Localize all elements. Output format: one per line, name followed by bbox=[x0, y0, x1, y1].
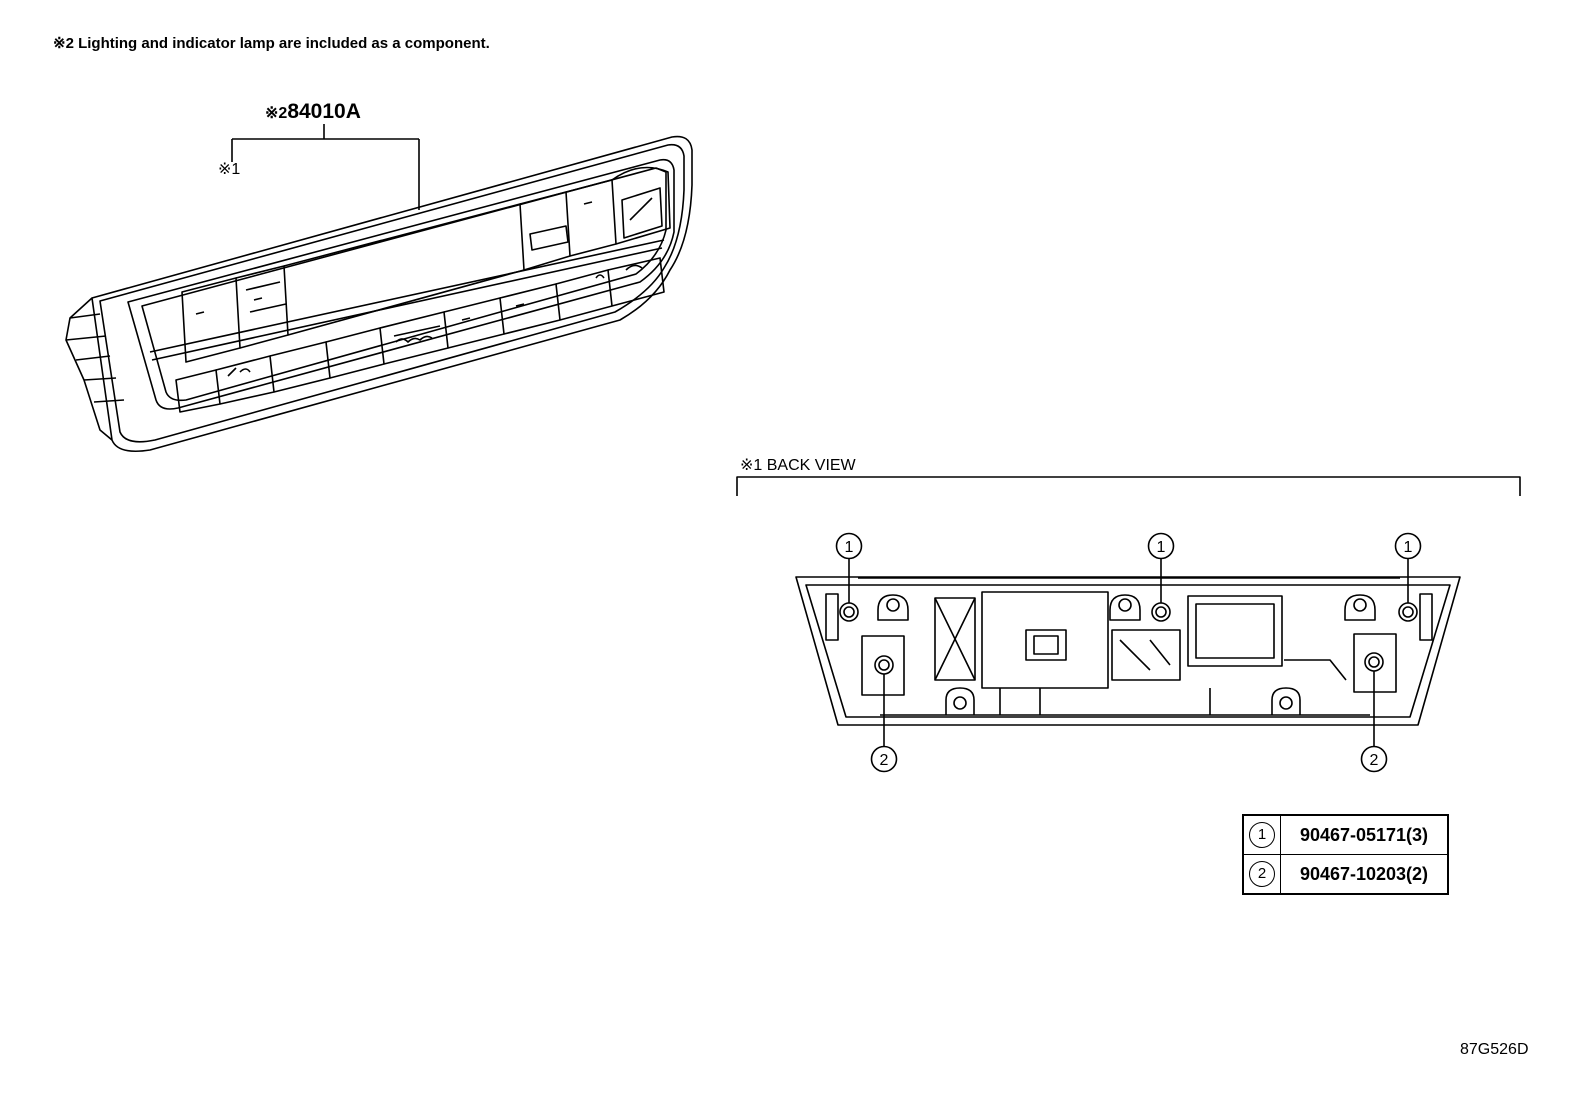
part-number-leader bbox=[231, 124, 420, 210]
control-panel-front-view bbox=[65, 135, 693, 453]
back-view-bracket bbox=[736, 476, 1521, 496]
part-number-mark: ※2 bbox=[265, 105, 288, 122]
callout-label: 2 bbox=[880, 752, 889, 769]
ref-marker: ※1 bbox=[218, 161, 241, 178]
legend-row: 1 90467-05171(3) bbox=[1242, 814, 1449, 855]
control-panel-back-view bbox=[795, 576, 1461, 726]
legend-number: 1 bbox=[1249, 822, 1275, 848]
callout-circle-1a bbox=[835, 532, 863, 560]
legend-part-number: 90467-05171(3) bbox=[1280, 814, 1449, 855]
callout-circle-2b bbox=[1360, 745, 1388, 773]
callout-circle-1c bbox=[1394, 532, 1422, 560]
legend-number: 2 bbox=[1249, 861, 1275, 887]
callout-circle-2a bbox=[870, 745, 898, 773]
part-number-label: ※284010A bbox=[265, 100, 361, 124]
legend-row: 2 90467-10203(2) bbox=[1242, 854, 1449, 895]
callout-circle-1b bbox=[1147, 532, 1175, 560]
part-number: 84010A bbox=[287, 100, 361, 123]
back-view-title: ※1 BACK VIEW bbox=[740, 457, 856, 474]
note-text: ※2 Lighting and indicator lamp are inclu… bbox=[53, 35, 490, 52]
callout-label: 1 bbox=[845, 539, 854, 556]
legend-part-number: 90467-10203(2) bbox=[1280, 854, 1449, 895]
diagram-code: 87G526D bbox=[1460, 1041, 1529, 1058]
callout-leaders bbox=[848, 559, 1409, 746]
parts-legend-table: 1 90467-05171(3) 2 90467-10203(2) bbox=[1242, 814, 1449, 895]
callout-label: 2 bbox=[1370, 752, 1379, 769]
callout-label: 1 bbox=[1157, 539, 1166, 556]
callout-label: 1 bbox=[1404, 539, 1413, 556]
